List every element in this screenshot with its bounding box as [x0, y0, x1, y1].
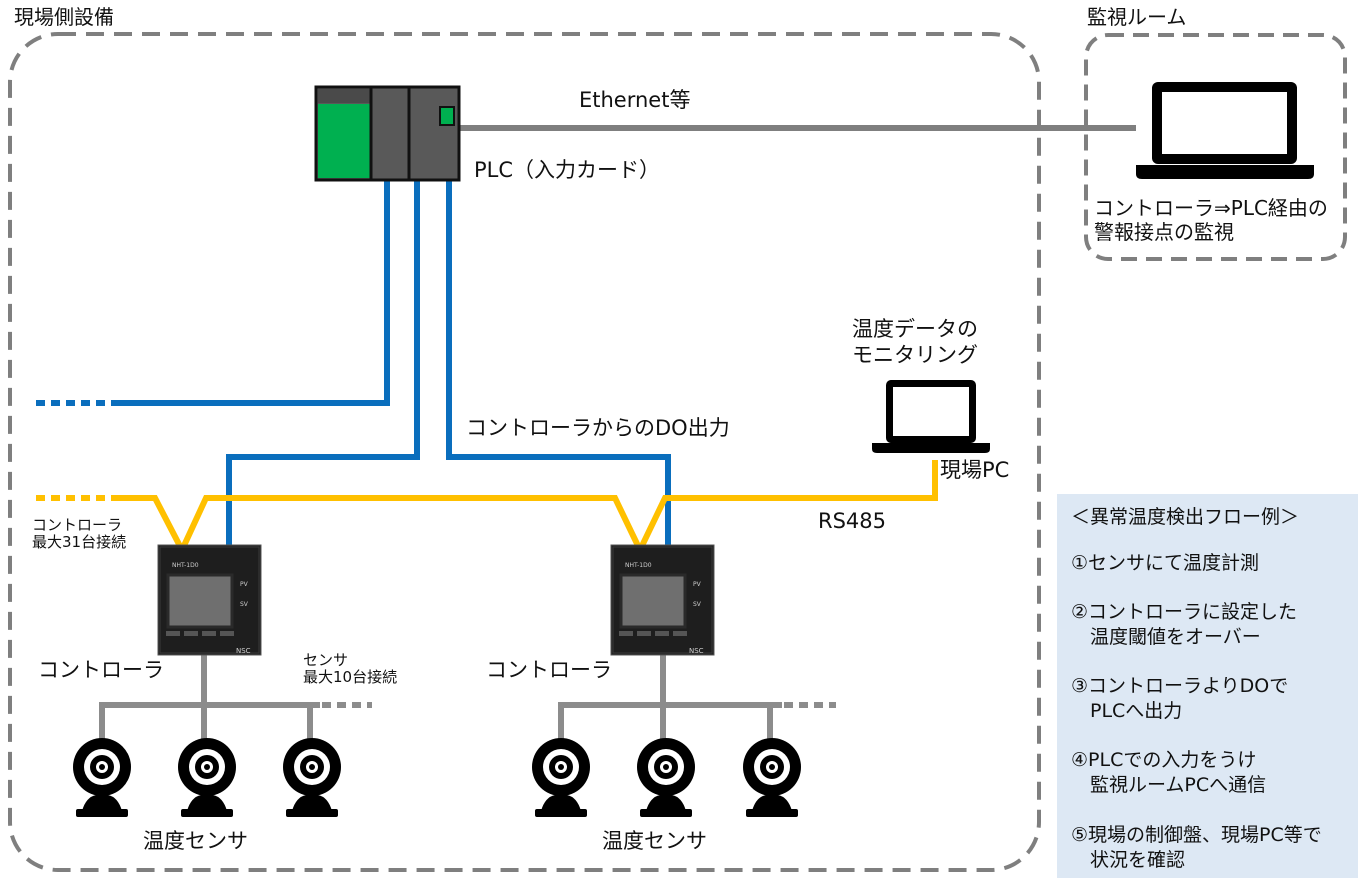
rs485-label: RS485	[818, 509, 887, 533]
field-zone-title: 現場側設備	[14, 5, 114, 29]
flow-title: ＜異常温度検出フロー例＞	[1071, 506, 1300, 528]
room-pc-caption: コントローラ⇒PLC経由の 警報接点の監視	[1094, 196, 1328, 244]
flow-step-2: ②コントローラに設定した 温度閾値をオーバー	[1071, 601, 1298, 649]
temp-sensor-icon	[73, 738, 131, 817]
controller-max-note: コントローラ 最大31台接続	[32, 516, 127, 552]
field-equipment-zone	[8, 32, 1041, 872]
monitor-room-laptop-icon	[1136, 82, 1314, 179]
temp-sensor-icon	[178, 738, 236, 817]
temp-sensor-icon	[283, 738, 341, 817]
do-output-lines	[36, 178, 671, 548]
controller-brand-text: NSC	[689, 647, 704, 655]
controller-label-right: コントローラ	[486, 658, 612, 682]
controller-pv-text: PV	[240, 581, 249, 588]
flow-step-3: ③コントローラよりDOで PLCへ出力	[1071, 675, 1289, 723]
detection-flow-panel: ＜異常温度検出フロー例＞ ①センサにて温度計測 ②コントローラに設定した 温度閾…	[1057, 494, 1358, 878]
temp-sensor-label-left: 温度センサ	[143, 829, 248, 853]
field-pc-label: 現場PC	[940, 458, 1010, 482]
controller-model-text: NHT-1D0	[172, 562, 199, 569]
controller-sv-text: SV	[693, 601, 702, 608]
temp-sensor-icon	[743, 738, 801, 817]
ethernet-label: Ethernet等	[579, 88, 691, 112]
temp-sensor-icon	[637, 738, 695, 817]
sensor-max-note: センサ 最大10台接続	[303, 651, 398, 687]
flow-step-4: ④PLCでの入力をうけ 監視ルームPCへ通信	[1071, 749, 1267, 797]
flow-step-1: ①センサにて温度計測	[1071, 552, 1260, 574]
monitor-room-title: 監視ルーム	[1087, 5, 1187, 29]
controller-left-marks: NHT-1D0 PV SV NSC	[172, 562, 251, 655]
controller-right-marks: NHT-1D0 PV SV NSC	[625, 562, 704, 655]
controller-label-left: コントローラ	[38, 658, 164, 682]
controller-brand-text: NSC	[236, 647, 251, 655]
controller-model-text: NHT-1D0	[625, 562, 652, 569]
plc-unit	[314, 85, 461, 182]
monitor-pc-caption: 温度データの モニタリング	[852, 317, 978, 368]
controller-pv-text: PV	[693, 581, 702, 588]
temp-sensor-label-right: 温度センサ	[602, 829, 707, 853]
flow-step-5: ⑤現場の制御盤、現場PC等で 状況を確認	[1071, 823, 1322, 871]
temp-sensor-icon	[532, 738, 590, 817]
field-pc-laptop-icon	[872, 380, 990, 453]
controller-sv-text: SV	[240, 601, 249, 608]
plc-label: PLC（入力カード）	[474, 158, 661, 182]
sensor-wiring	[99, 655, 836, 740]
monitor-room-zone	[1084, 33, 1347, 261]
rs485-line	[36, 460, 938, 557]
do-output-label: コントローラからのDO出力	[466, 416, 730, 440]
